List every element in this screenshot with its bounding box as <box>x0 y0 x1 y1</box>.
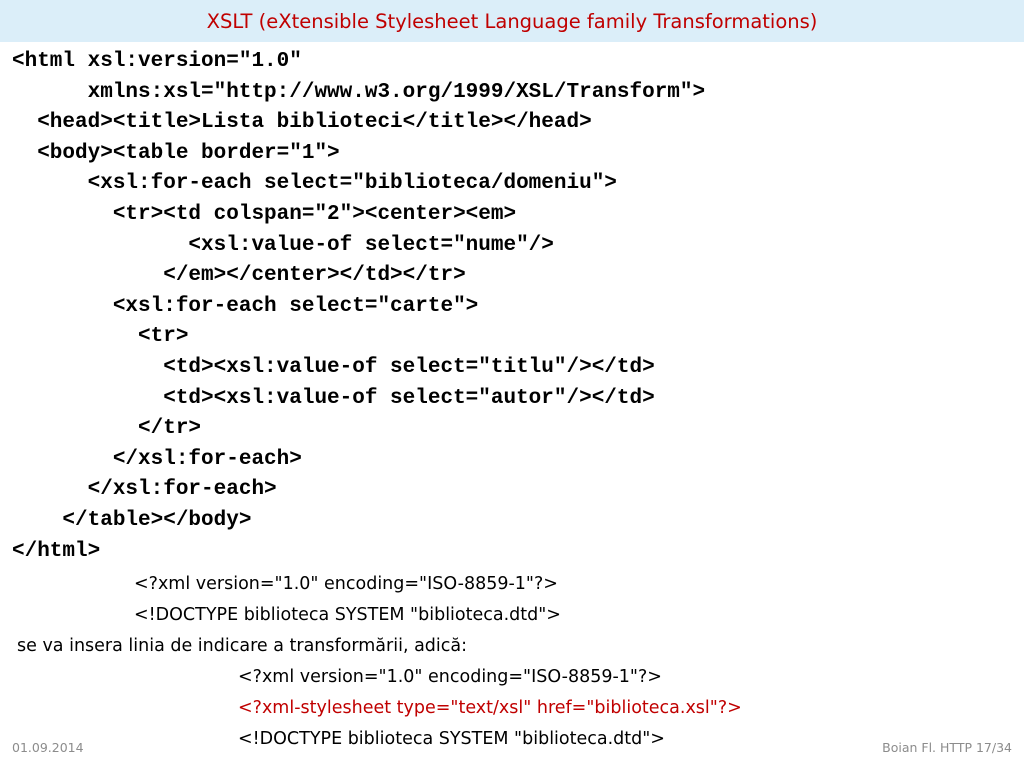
code-line: xmlns:xsl="http://www.w3.org/1999/XSL/Tr… <box>12 80 706 104</box>
code-line: <td><xsl:value-of select="autor"/></td> <box>12 386 655 410</box>
code-line: </xsl:for-each> <box>12 478 277 502</box>
code-line: <xsl:for-each select="carte"> <box>12 294 479 318</box>
slide-title-bar: XSLT (eXtensible Stylesheet Language fam… <box>0 0 1024 42</box>
code-line: <xsl:for-each select="biblioteca/domeniu… <box>12 172 617 196</box>
footer-page-number: Boian Fl. HTTP 17/34 <box>882 740 1012 755</box>
code-line: </tr> <box>12 417 202 441</box>
code-line: <body><table border="1"> <box>12 141 340 165</box>
code-line: <tr><td colspan="2"><center><em> <box>12 202 517 226</box>
xslt-code-block: <html xsl:version="1.0" xmlns:xsl="http:… <box>12 47 705 567</box>
slide-title: XSLT (eXtensible Stylesheet Language fam… <box>206 9 818 33</box>
code-line: </table></body> <box>12 508 252 532</box>
xml-stylesheet-instruction: <?xml-stylesheet type="text/xsl" href="b… <box>238 698 742 718</box>
explanation-text: se va insera linia de indicare a transfo… <box>17 636 468 656</box>
doctype-original: <!DOCTYPE biblioteca SYSTEM "biblioteca.… <box>134 605 561 625</box>
code-line: <head><title>Lista biblioteci</title></h… <box>12 111 592 135</box>
code-line: <tr> <box>12 325 189 349</box>
xml-declaration-result: <?xml version="1.0" encoding="ISO-8859-1… <box>238 667 662 687</box>
code-line: <td><xsl:value-of select="titlu"/></td> <box>12 355 655 379</box>
doctype-result: <!DOCTYPE biblioteca SYSTEM "biblioteca.… <box>238 729 665 749</box>
code-line: <xsl:value-of select="nume"/> <box>12 233 554 257</box>
xml-declaration-original: <?xml version="1.0" encoding="ISO-8859-1… <box>134 574 558 594</box>
code-line: </html> <box>12 539 101 563</box>
code-line: </em></center></td></tr> <box>12 264 466 288</box>
code-line: </xsl:for-each> <box>12 447 302 471</box>
code-line: <html xsl:version="1.0" <box>12 50 302 73</box>
footer-date: 01.09.2014 <box>12 740 84 755</box>
